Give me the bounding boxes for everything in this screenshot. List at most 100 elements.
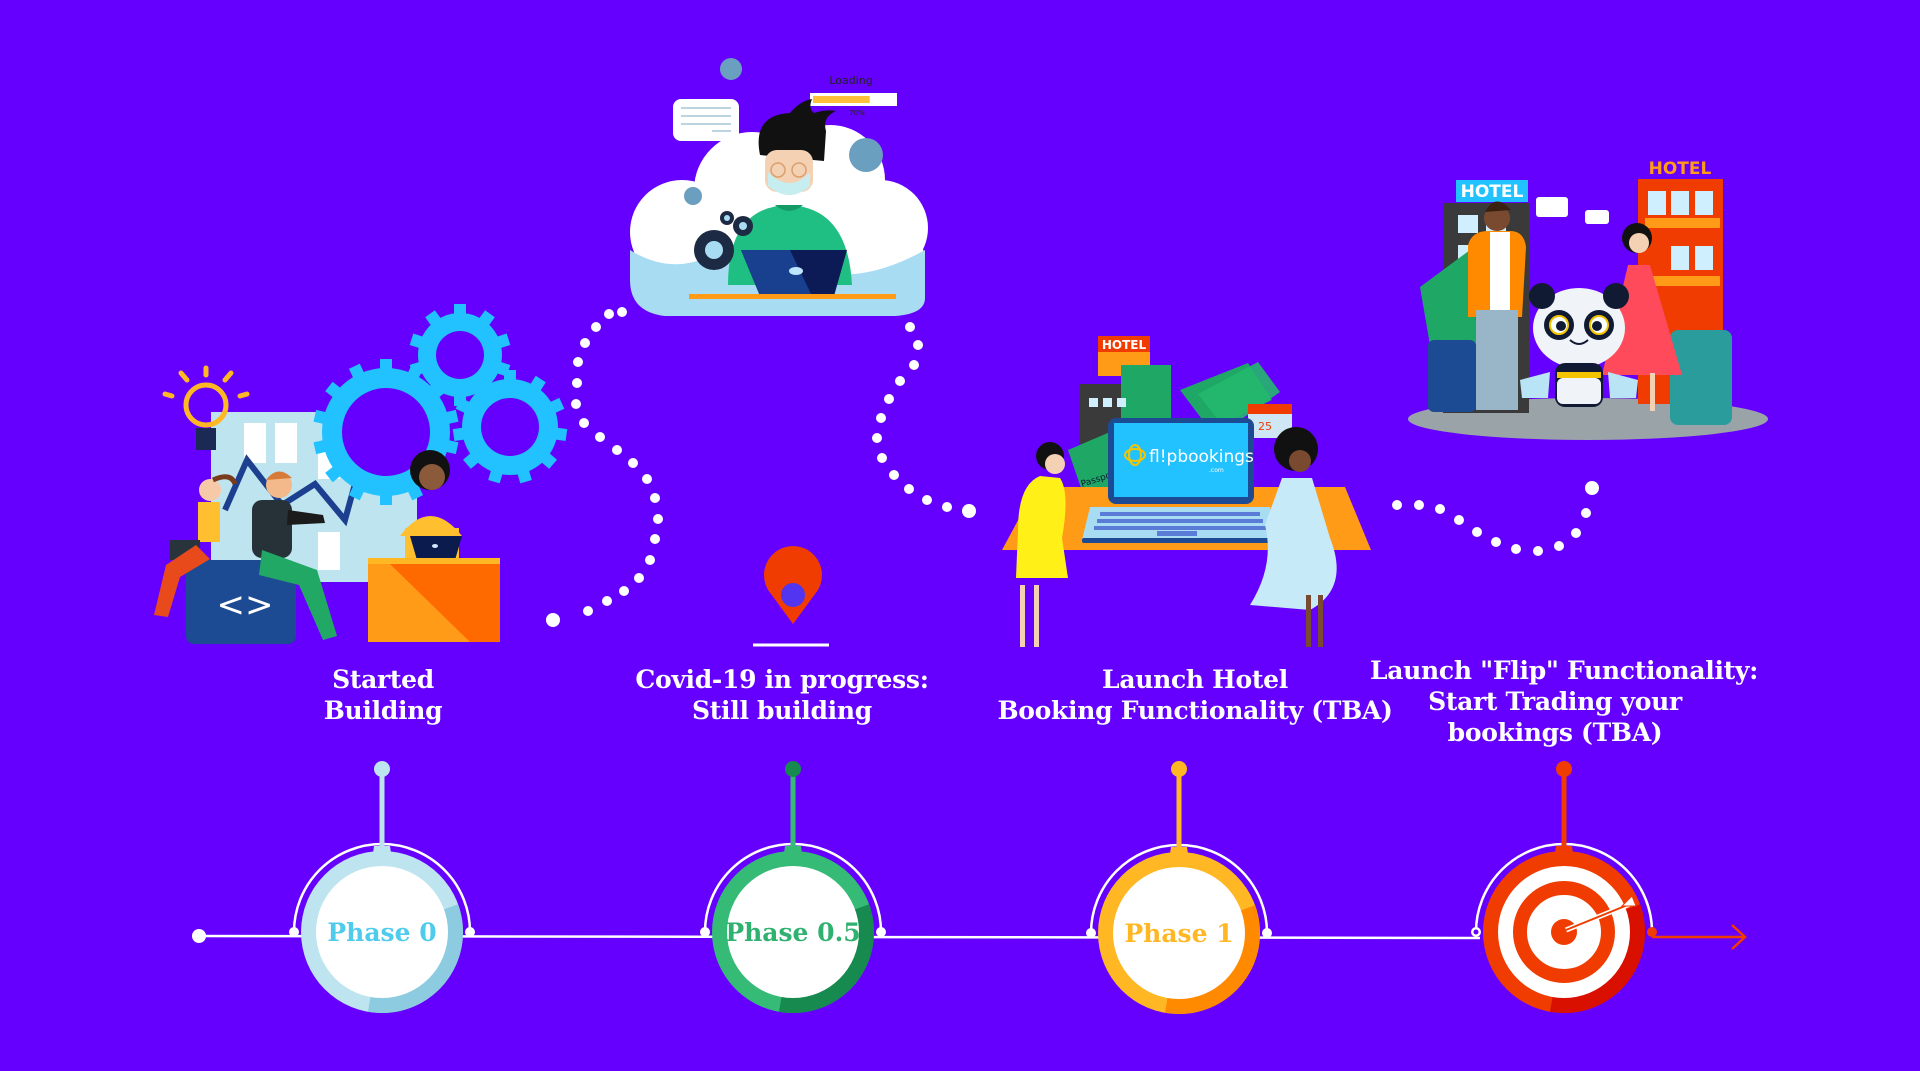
milestone-title-line: Building xyxy=(323,696,443,725)
calendar-date: 25 xyxy=(1258,420,1272,433)
location-pin-icon xyxy=(753,546,829,647)
path-dot xyxy=(905,322,915,332)
path-dot xyxy=(591,322,601,332)
path-dot xyxy=(571,399,581,409)
path-dot xyxy=(645,555,655,565)
team-building-gears-icon: <> xyxy=(154,304,568,644)
path-dot xyxy=(1511,544,1521,554)
hotel-sign: HOTEL xyxy=(1649,159,1712,179)
path-dot xyxy=(895,376,905,386)
path-dot xyxy=(1472,527,1482,537)
arrow-right-icon xyxy=(1652,924,1747,950)
milestone-title-line: Still building xyxy=(692,696,872,725)
phase-node-phase-1: Phase 1 xyxy=(1086,761,1272,1014)
chat-bubble-icon xyxy=(673,99,739,154)
flipbookings-logo: fl!pbookings .com xyxy=(1124,444,1254,474)
milestone-title-line: Launch "Flip" Functionality: xyxy=(1370,656,1759,685)
milestone-title-line: Booking Functionality (TBA) xyxy=(997,696,1393,725)
arc-end-dot xyxy=(289,927,299,937)
milestone-title-line: Covid-19 in progress: xyxy=(635,665,929,694)
hotel-travellers-panda-icon: HOTEL HOTEL xyxy=(1408,159,1768,440)
phase-inner xyxy=(1113,867,1245,999)
path-dot xyxy=(546,613,560,627)
path-dot xyxy=(1581,508,1591,518)
path-dot xyxy=(602,596,612,606)
hotel-sign: HOTEL xyxy=(1102,338,1147,352)
path-dot xyxy=(1414,500,1424,510)
path-dot xyxy=(583,606,593,616)
brand-name: fl!pbookings xyxy=(1149,447,1254,467)
phase-top-dot xyxy=(374,761,390,777)
path-dot xyxy=(617,307,627,317)
milestone-title-phase-1: Launch Hotel Booking Functionality (TBA) xyxy=(995,664,1395,726)
path-dot xyxy=(628,458,638,468)
milestone-title-line: Start Trading your xyxy=(1428,687,1682,716)
masked-developer-cloud-icon: Loading 70% xyxy=(630,58,928,316)
path-dot xyxy=(1533,546,1543,556)
path-dot xyxy=(889,470,899,480)
path-dot xyxy=(1392,500,1402,510)
path-dot xyxy=(573,357,583,367)
lightbulb-icon xyxy=(162,365,250,428)
milestone-title-phase-0-5: Covid-19 in progress: Still building xyxy=(632,664,932,726)
hotel-sign: HOTEL xyxy=(1461,182,1524,202)
target-icon xyxy=(1513,881,1637,983)
path-dot xyxy=(572,378,582,388)
path-dot xyxy=(942,502,952,512)
path-dot xyxy=(877,453,887,463)
arc-end-dot xyxy=(1262,928,1272,938)
phase-label: Phase 1 xyxy=(1124,919,1233,948)
path-dot xyxy=(884,394,894,404)
path-dot xyxy=(962,504,976,518)
path-dot xyxy=(1554,541,1564,551)
virus-icon xyxy=(684,58,883,205)
phase-inner xyxy=(727,866,859,998)
milestone-title-line: bookings (TBA) xyxy=(1447,718,1663,747)
milestone-title-line: Launch Hotel xyxy=(1102,665,1288,694)
arc-end-dot xyxy=(700,927,710,937)
path-dot xyxy=(922,495,932,505)
path-dot xyxy=(876,413,886,423)
arc-end-dot xyxy=(1086,928,1096,938)
phase-top-dot xyxy=(785,761,801,777)
path-dot xyxy=(579,418,589,428)
path-dot xyxy=(595,432,605,442)
arc-end-dot xyxy=(876,927,886,937)
path-dot xyxy=(604,309,614,319)
path-dot xyxy=(904,484,914,494)
phase-node-phase-0: Phase 0 xyxy=(289,761,475,1013)
phase-top-dot xyxy=(1556,761,1572,777)
path-dot xyxy=(642,474,652,484)
milestone-title-flip: Launch "Flip" Functionality: Start Tradi… xyxy=(1370,655,1759,748)
loading-progress: Loading 70% xyxy=(810,74,897,117)
path-dot xyxy=(650,534,660,544)
flipbookings-laptop-icon: HOTEL Passpo fl!pbookings .com xyxy=(1002,336,1371,647)
path-dot xyxy=(650,493,660,503)
path-dot xyxy=(1454,515,1464,525)
arc-end-dot xyxy=(465,927,475,937)
path-dot xyxy=(1491,537,1501,547)
path-dot xyxy=(872,433,882,443)
phase-node-phase-0-5: Phase 0.5 xyxy=(700,761,886,1013)
path-dot xyxy=(653,514,663,524)
milestone-title-phase-0: Started Building xyxy=(283,664,483,726)
path-dot xyxy=(1585,481,1599,495)
path-dot xyxy=(619,586,629,596)
loading-percent: 70% xyxy=(849,109,865,117)
loading-label: Loading xyxy=(829,74,872,87)
phase-node-target xyxy=(1471,761,1657,1013)
arc-end-dot xyxy=(1647,927,1657,937)
path-dot xyxy=(1435,504,1445,514)
dotted-journey-path xyxy=(546,307,1599,627)
phase-label: Phase 0.5 xyxy=(725,918,860,947)
path-dot xyxy=(1571,528,1581,538)
path-dot xyxy=(909,360,919,370)
phase-inner xyxy=(316,866,448,998)
path-dot xyxy=(913,340,923,350)
code-brackets-icon: <> xyxy=(217,585,274,625)
brand-tld: .com xyxy=(1209,467,1224,474)
path-dot xyxy=(634,573,644,583)
timeline-start-dot xyxy=(192,929,206,943)
milestone-title-line: Started xyxy=(332,665,434,694)
